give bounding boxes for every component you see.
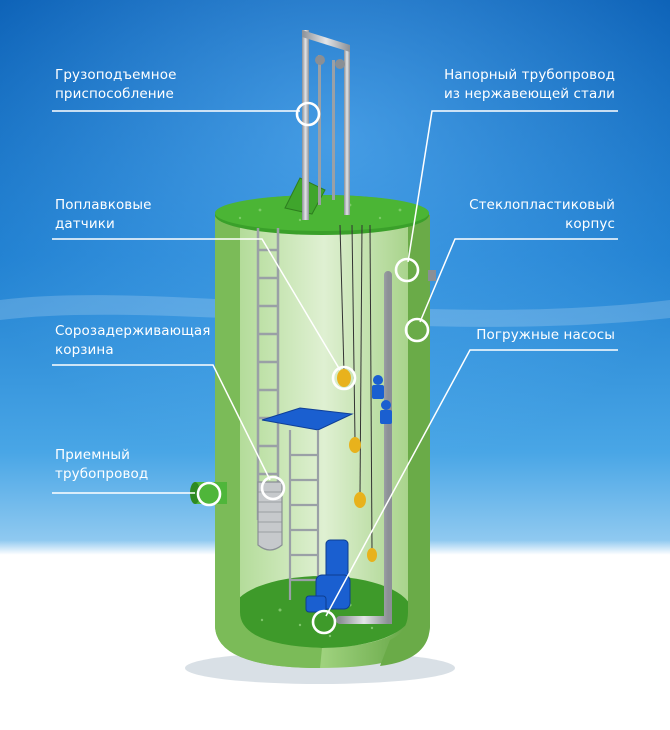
marker-inlet-pipe [196, 481, 222, 507]
pipe-outlet [428, 270, 436, 281]
label-pressure-pipe-line2: из нержавеющей стали [443, 86, 615, 102]
marker-debris-basket [260, 475, 286, 501]
label-fiberglass-body-line1: Стеклопластиковый [469, 197, 615, 213]
label-fiberglass-body-line2: корпус [565, 216, 615, 232]
valves [372, 375, 392, 424]
label-float-sensors: Поплавковые датчики [55, 196, 152, 234]
pressure-pipes [336, 271, 434, 624]
submersible-pumps [305, 539, 351, 613]
label-pressure-pipe: Напорный трубопровод из нержавеющей стал… [444, 66, 615, 104]
float-sensors [337, 224, 377, 562]
label-lifting-device-line1: Грузоподъемное [55, 67, 177, 83]
marker-lifting-device [295, 101, 321, 127]
label-inlet-pipe-line1: Приемный [55, 447, 131, 463]
callout-lines [52, 110, 618, 617]
label-fiberglass-body: Стеклопластиковый корпус [469, 196, 615, 234]
label-submersible-pumps: Погружные насосы [476, 326, 615, 345]
label-pressure-pipe-line1: Напорный трубопровод [444, 67, 615, 83]
label-float-sensors-line2: датчики [55, 216, 115, 232]
label-inlet-pipe-line2: трубопровод [55, 466, 149, 482]
marker-float-sensors [331, 365, 357, 391]
label-lifting-device: Грузоподъемное приспособление [55, 66, 176, 104]
label-debris-basket-line1: Сорозадерживающая [55, 323, 211, 339]
label-debris-basket-line2: корзина [55, 342, 114, 358]
basket-platform [261, 407, 354, 431]
label-float-sensors-line1: Поплавковые [55, 197, 152, 213]
marker-fiberglass-body [404, 317, 430, 343]
label-submersible-pumps-line1: Погружные насосы [476, 327, 615, 343]
label-inlet-pipe: Приемный трубопровод [55, 446, 148, 484]
marker-submersible-pumps [311, 609, 337, 635]
marker-pressure-pipe [394, 257, 420, 283]
callout-markers [196, 101, 430, 635]
lower-ladder [288, 430, 320, 600]
label-debris-basket: Сорозадерживающая корзина [55, 322, 211, 360]
inlet-pipe [190, 482, 227, 504]
label-lifting-device-line2: приспособление [55, 86, 174, 102]
